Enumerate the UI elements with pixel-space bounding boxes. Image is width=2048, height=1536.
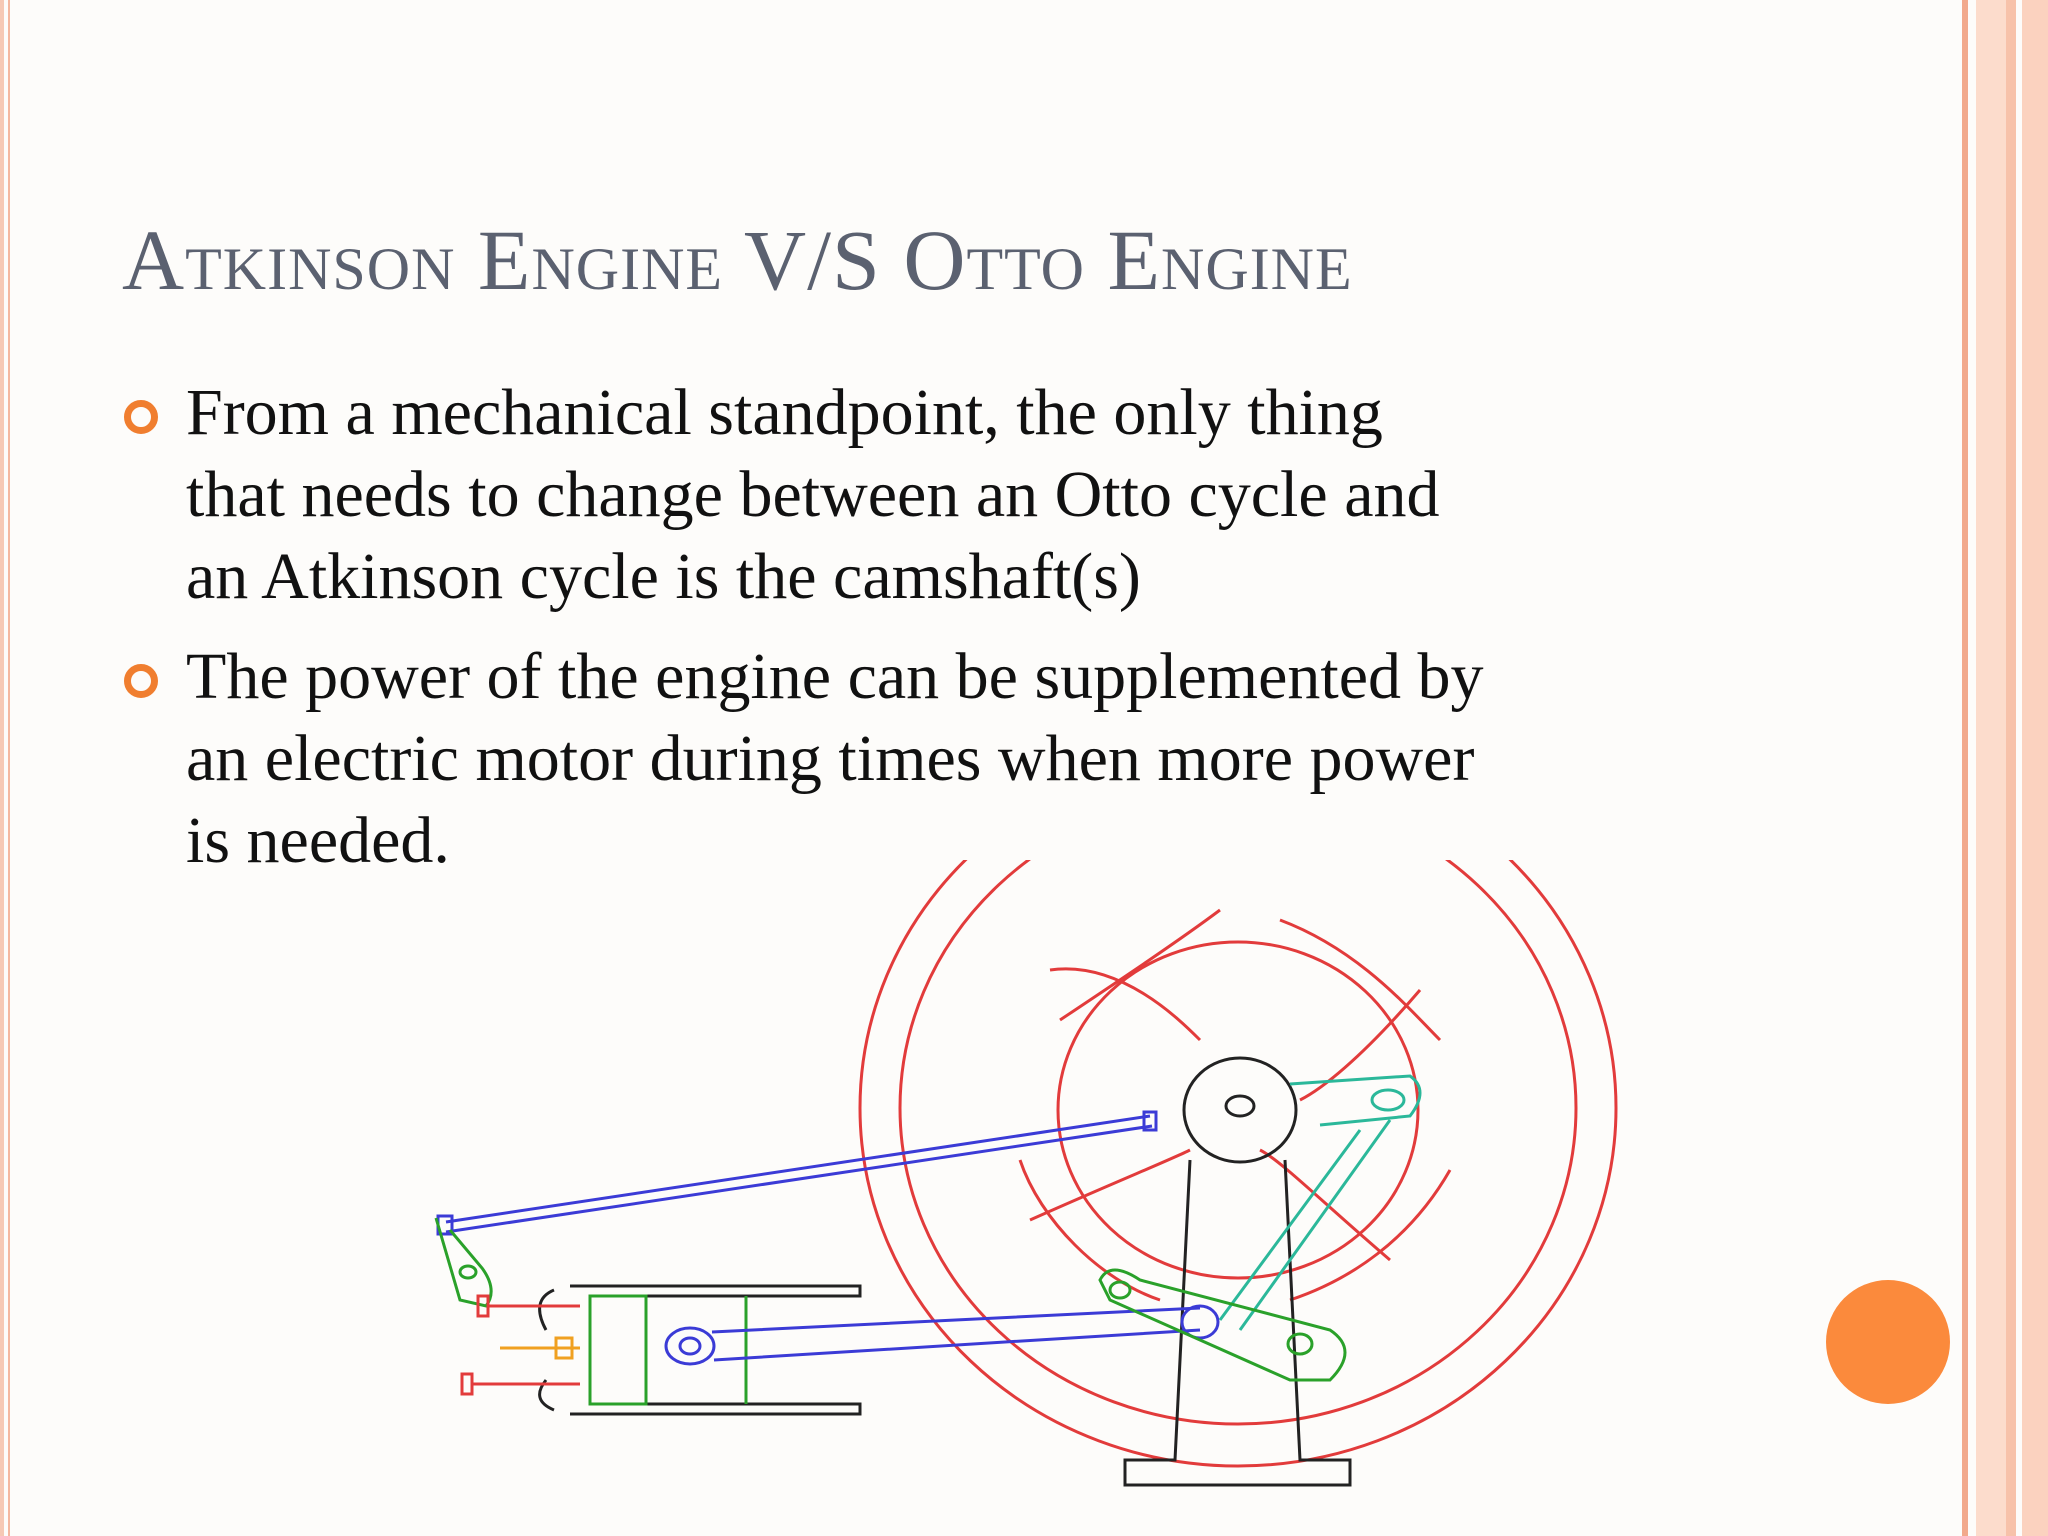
engine-diagram	[434, 860, 1618, 1487]
crank-hub	[1182, 1056, 1298, 1164]
bullet-item: The power of the engine can be supplemen…	[118, 636, 1798, 882]
left-border-decoration	[0, 0, 18, 1536]
linkage	[1098, 1268, 1347, 1382]
connecting-rod	[664, 1304, 1220, 1366]
valve-top	[476, 1294, 580, 1318]
crank-arm	[1218, 1074, 1422, 1331]
decorative-orange-circle	[1826, 1280, 1950, 1404]
piston	[588, 1294, 748, 1406]
slide-title: Atkinson Engine V/S Otto Engine	[122, 212, 1353, 308]
bullet-ring-icon	[124, 664, 158, 698]
bullet-text: The power of the engine can be supplemen…	[186, 640, 1484, 877]
bullet-text: From a mechanical standpoint, the only t…	[186, 376, 1440, 613]
bullet-list: From a mechanical standpoint, the only t…	[118, 372, 1798, 900]
spark-plug	[500, 1336, 580, 1360]
flywheel	[858, 860, 1618, 1468]
right-border-decoration	[1962, 0, 2048, 1536]
rocker-lever	[434, 1217, 493, 1308]
bullet-ring-icon	[124, 400, 158, 434]
engine-frame	[1123, 1159, 1352, 1487]
valve-bottom	[460, 1372, 580, 1396]
bullet-item: From a mechanical standpoint, the only t…	[118, 372, 1798, 618]
